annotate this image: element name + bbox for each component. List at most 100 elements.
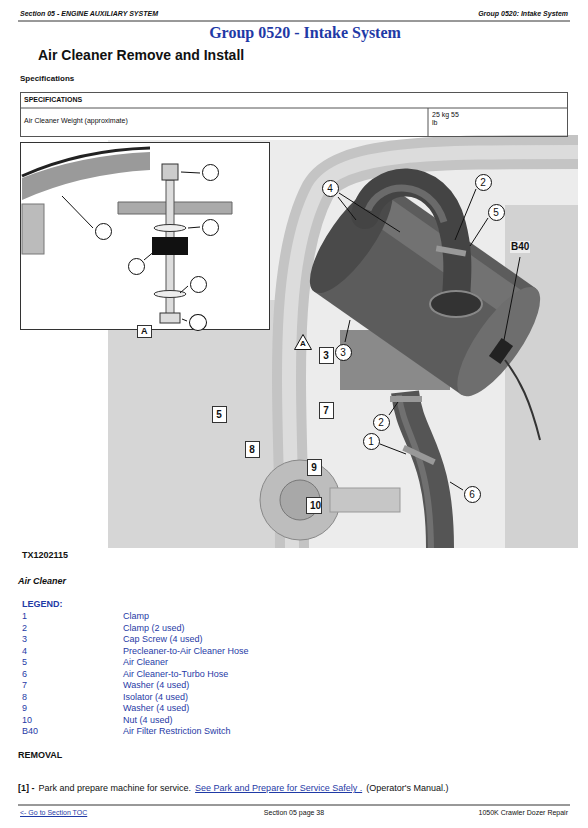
- legend-entry: Isolator (4 used): [123, 692, 188, 703]
- callout-label: 6: [465, 487, 480, 502]
- cross-reference: See Park and Prepare for Service Safely …: [195, 783, 362, 794]
- callout-number: 2: [373, 414, 390, 431]
- callout-label: 5: [212, 406, 227, 423]
- legend-key: B40: [22, 726, 38, 737]
- hose-opening: [430, 291, 482, 317]
- housing-edge: [22, 148, 150, 176]
- restriction-switch: [489, 338, 513, 364]
- leader-line: [389, 402, 398, 415]
- leader-line: [62, 196, 93, 228]
- clamp: [390, 396, 422, 402]
- callout-label: 1: [364, 434, 379, 449]
- legend-entry: Clamp: [123, 611, 149, 622]
- legend-entry: Air Cleaner: [123, 657, 168, 668]
- node-text: Air Cleaner Weight (approximate): [24, 117, 128, 124]
- legend-key: 7: [22, 680, 27, 691]
- bracket-plate: [118, 202, 232, 214]
- air-cleaner-part: [22, 204, 44, 254]
- hose-highlight: [399, 395, 431, 548]
- figure-id: TX1202115: [22, 550, 68, 561]
- table-rule: [428, 108, 429, 136]
- frame: [505, 205, 578, 548]
- inset-ground: [20, 142, 270, 330]
- leader-line: [338, 197, 356, 220]
- callout-number: 8: [128, 258, 145, 275]
- leader-line: [188, 227, 200, 228]
- leader-line: [504, 257, 520, 340]
- callout-number: 4: [322, 180, 339, 197]
- triangle-outline: [295, 335, 312, 350]
- callout-number: 10: [189, 314, 207, 331]
- leader-line: [180, 286, 188, 293]
- page-number: Section 05 page 38: [264, 809, 324, 817]
- legend-key: 5: [22, 657, 27, 668]
- callout-number: 1: [363, 433, 380, 450]
- legend-key: 6: [22, 669, 27, 680]
- legend-entry: Washer (4 used): [123, 703, 189, 714]
- spec-table: SPECIFICATIONS Air Cleaner Weight (approx…: [20, 92, 568, 137]
- running-header: Group 0520: Intake System: [478, 10, 568, 18]
- clamp: [402, 445, 435, 465]
- callout-label: 10: [306, 497, 322, 514]
- group-title: Group 0520 - Intake System: [209, 24, 401, 42]
- leader-line: [345, 320, 350, 342]
- intake-pipe: [289, 152, 578, 548]
- washer: [154, 225, 186, 232]
- legend-key: 9: [22, 703, 27, 714]
- section-heading: Air Cleaner Remove and Install: [38, 47, 244, 64]
- callout-number: 9: [190, 276, 207, 293]
- procedure-heading: REMOVAL: [18, 750, 62, 761]
- nut: [160, 313, 180, 323]
- clamp: [436, 245, 467, 256]
- footer-rule: [18, 805, 570, 806]
- legend-key: 1: [22, 611, 27, 622]
- node-text: A: [294, 339, 312, 348]
- running-header: Section 05 - ENGINE AUXILIARY SYSTEM: [20, 10, 158, 18]
- table-rule: [20, 108, 568, 109]
- leader-line: [450, 482, 463, 490]
- legend-key: 4: [22, 646, 27, 657]
- subheading: Specifications: [20, 74, 74, 84]
- callout-number: 6: [464, 486, 481, 503]
- view-marker: A: [294, 334, 312, 350]
- callout-label: 3: [336, 345, 351, 360]
- callout-label: 4: [323, 181, 338, 196]
- leader-line: [144, 250, 156, 260]
- callout-label: 7: [319, 402, 334, 419]
- leader-line: [470, 218, 488, 246]
- footer-title: 1050K Crawler Dozer Repair: [479, 809, 568, 817]
- legend-entry: Air Cleaner-to-Turbo Hose: [123, 669, 228, 680]
- callout-label: 5: [489, 205, 504, 220]
- callout-number: 5: [488, 204, 505, 221]
- legend-entry: Precleaner-to-Air Cleaner Hose: [123, 646, 249, 657]
- turbocharger: [260, 460, 340, 540]
- hose-highlight: [368, 188, 444, 222]
- callout-label: 9: [307, 459, 322, 476]
- callout-label: 2: [374, 415, 389, 430]
- step-text: (Operator's Manual.): [366, 783, 448, 794]
- legend-entry: Air Filter Restriction Switch: [123, 726, 231, 737]
- air-cleaner: [296, 173, 554, 408]
- legend-key: 10: [22, 715, 32, 726]
- legend-entry: Washer (4 used): [123, 680, 189, 691]
- legend-key: 2: [22, 623, 27, 634]
- callout-label: 8: [245, 441, 260, 458]
- node-text: SPECIFICATIONS: [24, 96, 82, 103]
- node-text: A: [137, 325, 152, 338]
- leader-line: [181, 172, 200, 173]
- leader-line: [380, 444, 406, 454]
- figure-caption: Air Cleaner: [18, 576, 66, 586]
- precleaner-hose: [365, 182, 457, 298]
- step-number: [1] -: [18, 783, 35, 794]
- legend-key: 3: [22, 634, 27, 645]
- leader-line: [455, 189, 476, 240]
- callout-label: 2: [476, 175, 491, 190]
- legend-entry: Cap Screw (4 used): [123, 634, 203, 645]
- cap-screw-head: [162, 164, 178, 180]
- switch-wire: [505, 360, 540, 440]
- header-rule: [18, 21, 570, 22]
- callout-number: 7: [202, 219, 219, 236]
- legend-heading: LEGEND:: [22, 599, 63, 610]
